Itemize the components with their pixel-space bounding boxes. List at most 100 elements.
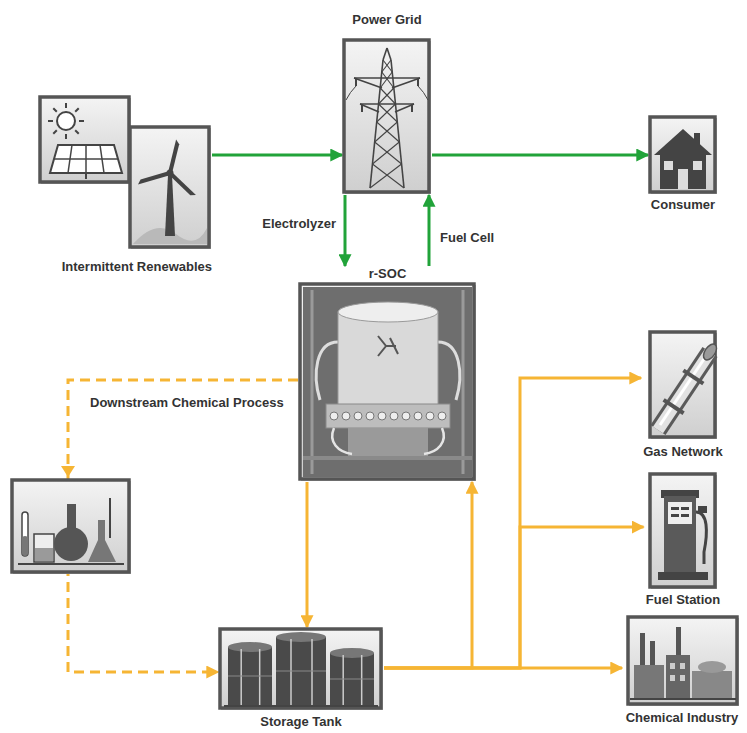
node-label: Intermittent Renewables [62,259,212,275]
icon-part [658,572,708,580]
icon-part [137,170,171,185]
icon-part [338,302,438,322]
icon-part [34,534,54,562]
icon-part [360,104,379,112]
icon-part [378,336,398,356]
icon-part [370,164,402,188]
icon-part [48,120,53,122]
icon-part [658,352,710,430]
pylon-icon [346,48,428,188]
icon-part [240,649,242,705]
icon-part [354,412,362,420]
icon-part [387,48,391,60]
node-illustration [38,95,212,277]
icon-part [316,342,338,400]
icon-frame [130,127,209,247]
node-illustration [342,10,432,195]
node-label: Fuel Station [646,592,720,608]
node-label: Power Grid [352,12,421,28]
icon-frame [650,474,715,587]
laboratory-icon [18,498,124,564]
icon-part [666,655,690,699]
node-illustration [648,330,718,464]
icon-part [330,412,338,420]
icon-part [680,675,685,681]
icon-part [75,108,79,112]
icon-frame [628,617,737,704]
icon-part [366,412,374,420]
icon-part [332,428,444,454]
icon-part [276,637,326,705]
icon-part [650,641,655,667]
icon-part [300,284,476,481]
icon-part [290,639,292,705]
icon-part [377,122,400,142]
pipeline-icon [658,342,719,430]
icon-part [379,104,398,122]
icon-part [228,642,272,652]
icon-node: Fuel Station [644,472,723,608]
icon-part [411,104,413,112]
icon-frame [344,40,429,192]
icon-part [630,698,736,700]
icon-part [224,705,378,707]
icon-part [228,676,272,677]
icon-part [65,134,67,139]
flow-arrow [384,667,622,670]
flow-arrow [384,527,644,668]
icon-part [660,155,706,189]
icon-part [344,40,431,194]
icon-node: Power Grid [342,10,432,195]
node-label: Consumer [651,197,715,213]
icon-frame [40,97,129,182]
icon-part [360,103,414,105]
icon-part [326,404,450,428]
icon-node: Intermittent Renewables [38,95,212,277]
icon-part [375,122,398,142]
icon-part [634,665,664,699]
box-shadow [345,41,431,194]
icon-frame [300,284,474,479]
edge-label: Downstream Chemical Process [88,395,286,411]
icon-part [330,653,374,705]
icon-part [698,506,707,513]
icon-part [372,142,399,164]
icon-part [303,287,472,477]
icon-part [53,130,57,134]
node-label: Chemical Industry [626,710,739,726]
icon-part [361,104,363,112]
icon-part [380,88,395,104]
icon-part [65,103,67,108]
node-label: r-SOC [369,266,407,282]
icon-part [383,48,387,60]
node-label: Gas Network [643,444,722,460]
icon-part [628,617,739,706]
icon-part [392,78,420,88]
icon-part [311,290,314,474]
node-illustration [622,613,742,727]
icon-part [696,512,706,564]
icon-part [311,639,313,705]
icon-part [54,527,88,561]
icon-part [670,663,675,669]
icon-part [109,498,111,538]
icon-part [640,633,645,667]
icon-part [664,400,684,413]
icon-part [390,412,398,420]
icon-part [650,117,717,194]
icon-part [683,370,703,383]
icon-part [22,536,28,556]
icon-part [372,164,404,188]
icon-part [668,502,692,524]
icon-part [680,663,685,669]
icon-part [85,173,87,179]
icon-part [676,627,681,657]
icon-part [276,632,326,642]
icon-part [40,97,131,184]
icon-part [402,412,410,420]
icon-part [361,655,363,705]
icon-part [417,78,419,86]
box-shadow [131,128,211,249]
fuel-pump-icon [658,490,708,580]
icon-part [355,78,357,86]
